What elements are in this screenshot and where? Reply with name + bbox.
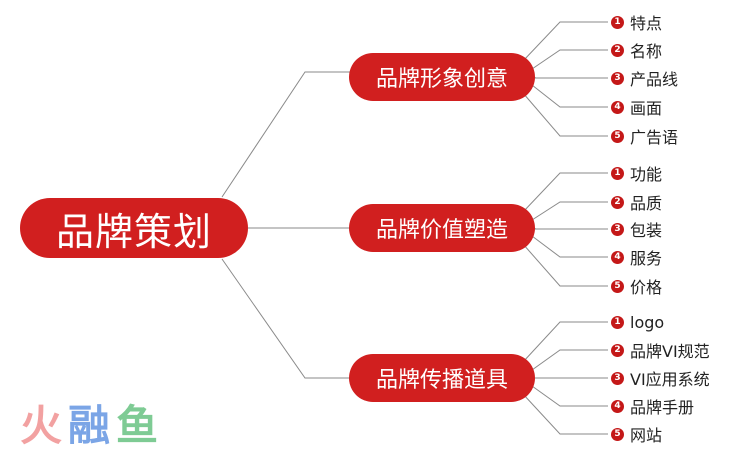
number-badge-icon: 4 bbox=[611, 100, 624, 114]
watermark-char: 融 bbox=[68, 401, 110, 446]
number-badge-icon: 1 bbox=[611, 15, 624, 29]
number-badge-icon: 1 bbox=[611, 315, 624, 329]
leaf-item: 4 画面 bbox=[611, 96, 662, 118]
leaf-connector bbox=[531, 49, 608, 70]
number-badge-icon: 5 bbox=[611, 427, 624, 441]
leaf-connector bbox=[531, 385, 608, 407]
branch-node-brand-communication: 品牌传播道具 bbox=[349, 354, 535, 402]
leaf-label: 产品线 bbox=[630, 70, 679, 89]
branch-node-brand-value: 品牌价值塑造 bbox=[349, 204, 535, 252]
leaf-connector bbox=[522, 243, 608, 287]
leaf-connector bbox=[531, 84, 608, 108]
leaf-item: 2 名称 bbox=[611, 39, 662, 61]
leaf-item: 4 服务 bbox=[611, 246, 662, 268]
leaf-label: 品牌手册 bbox=[630, 398, 695, 417]
leaf-item: 4 品牌手册 bbox=[611, 395, 694, 417]
watermark-char: 火 bbox=[20, 401, 62, 446]
leaf-connector bbox=[531, 235, 608, 258]
number-badge-icon: 3 bbox=[611, 371, 624, 385]
leaf-label: 服务 bbox=[630, 249, 663, 268]
leaf-item: 3 产品线 bbox=[611, 67, 678, 89]
watermark-char: 鱼 bbox=[116, 401, 158, 446]
root-node: 品牌策划 bbox=[20, 198, 248, 258]
leaf-item: 5 广告语 bbox=[611, 125, 678, 147]
number-badge-icon: 5 bbox=[611, 129, 624, 143]
branch-node-brand-image: 品牌形象创意 bbox=[349, 53, 535, 101]
number-badge-icon: 3 bbox=[611, 71, 624, 85]
root-connector bbox=[221, 258, 350, 379]
leaf-label: 广告语 bbox=[630, 128, 679, 147]
leaf-label: 名称 bbox=[630, 42, 663, 61]
leaf-connector bbox=[522, 172, 608, 213]
leaf-connector bbox=[534, 77, 608, 79]
leaf-label: 特点 bbox=[630, 14, 663, 33]
leaf-label: 网站 bbox=[630, 426, 663, 445]
leaf-item: 5 价格 bbox=[611, 275, 662, 297]
leaf-item: 3 VI应用系统 bbox=[611, 367, 710, 389]
leaf-connector bbox=[522, 393, 608, 435]
leaf-connector bbox=[531, 349, 608, 371]
number-badge-icon: 3 bbox=[611, 222, 624, 236]
leaf-connector bbox=[522, 21, 608, 62]
number-badge-icon: 2 bbox=[611, 195, 624, 209]
leaf-label: 品质 bbox=[630, 194, 663, 213]
leaf-label: logo bbox=[630, 312, 665, 332]
leaf-item: 1 功能 bbox=[611, 162, 662, 184]
watermark-logo: 火 融 鱼 bbox=[20, 401, 158, 446]
leaf-item: 1 特点 bbox=[611, 11, 662, 33]
leaf-connector bbox=[522, 92, 608, 137]
number-badge-icon: 4 bbox=[611, 250, 624, 264]
number-badge-icon: 2 bbox=[611, 343, 624, 357]
leaf-label: 功能 bbox=[630, 165, 663, 184]
leaf-connector bbox=[534, 228, 608, 230]
number-badge-icon: 1 bbox=[611, 166, 624, 180]
leaf-item: 5 网站 bbox=[611, 423, 662, 445]
root-connector bbox=[221, 71, 350, 198]
leaf-item: 3 包装 bbox=[611, 218, 662, 240]
leaf-connector bbox=[531, 201, 608, 221]
number-badge-icon: 2 bbox=[611, 43, 624, 57]
leaf-item: 2 品质 bbox=[611, 191, 662, 213]
leaf-label: 价格 bbox=[630, 278, 663, 297]
leaf-label: VI应用系统 bbox=[630, 370, 710, 389]
leaf-item: 2 品牌VI规范 bbox=[611, 339, 710, 361]
leaf-connector bbox=[522, 321, 608, 363]
leaf-label: 品牌VI规范 bbox=[630, 342, 710, 361]
number-badge-icon: 5 bbox=[611, 279, 624, 293]
leaf-label: 包装 bbox=[630, 221, 663, 240]
leaf-item: 1 logo bbox=[611, 311, 664, 333]
number-badge-icon: 4 bbox=[611, 399, 624, 413]
leaf-label: 画面 bbox=[630, 99, 663, 118]
